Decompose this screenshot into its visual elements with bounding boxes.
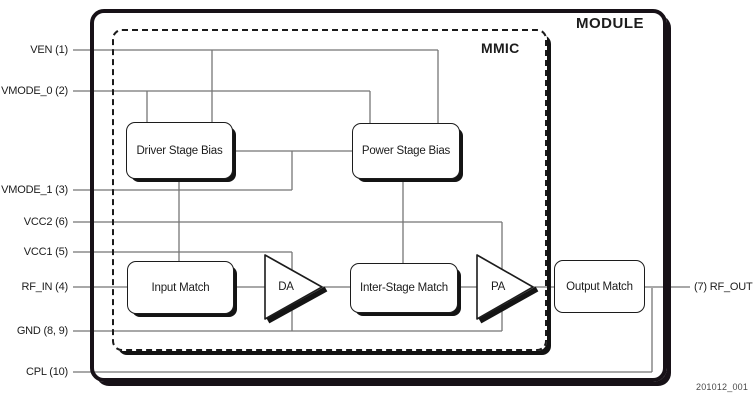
pin-label-vmode0: VMODE_0 (2) — [1, 85, 68, 97]
da-amplifier-triangle — [264, 254, 328, 324]
figure-id: 201012_001 — [696, 382, 749, 392]
mmic-boundary-box — [112, 29, 547, 351]
pin-label-vcc1: VCC1 (5) — [23, 246, 68, 258]
input-match-block: Input Match — [127, 261, 234, 314]
power-stage-bias-block: Power Stage Bias — [352, 123, 460, 179]
pin-label-ven: VEN (1) — [30, 44, 68, 56]
pin-label-vcc2: VCC2 (6) — [23, 216, 68, 228]
da-amplifier-label: DA — [278, 281, 294, 293]
inter-stage-match-block: Inter-Stage Match — [350, 263, 458, 313]
output-match-block: Output Match — [554, 260, 645, 313]
pin-label-rfin: RF_IN (4) — [21, 281, 69, 293]
pin-label-gnd: GND (8, 9) — [16, 325, 68, 337]
pin-label-vmode1: VMODE_1 (3) — [1, 184, 68, 196]
pa-amplifier-label: PA — [490, 281, 506, 293]
pa-amplifier-triangle — [476, 254, 539, 324]
module-title: MODULE — [576, 15, 644, 32]
driver-stage-bias-block: Driver Stage Bias — [126, 122, 233, 179]
pin-label-rfout: (7) RF_OUT — [694, 281, 753, 293]
pin-label-cpl: CPL (10) — [25, 366, 68, 378]
module-boundary-box — [90, 9, 667, 382]
mmic-title: MMIC — [481, 40, 520, 56]
